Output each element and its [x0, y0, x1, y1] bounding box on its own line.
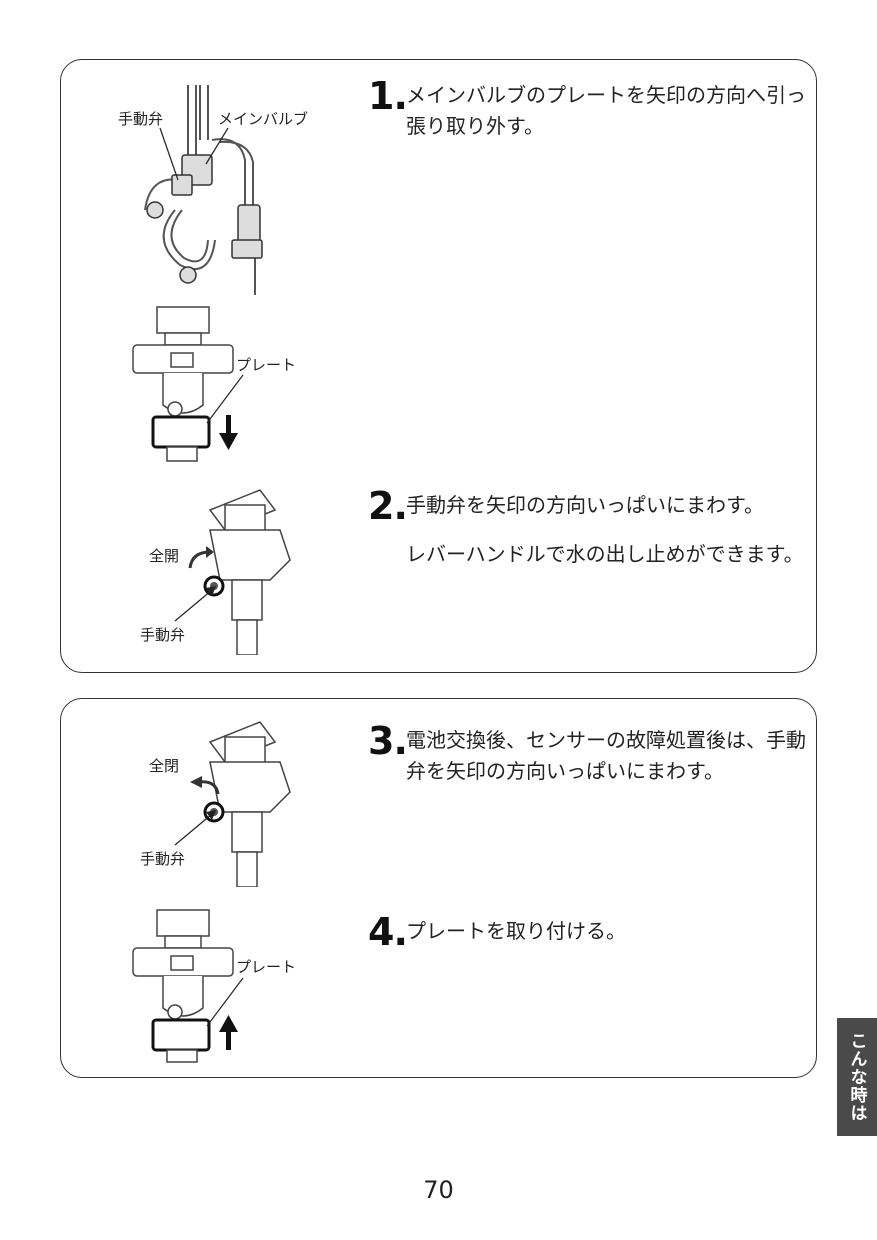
step-4-number: 4.: [368, 910, 408, 954]
step-1: 1. メインバルブのプレートを矢印の方向へ引っ張り取り外す。: [368, 74, 808, 142]
manual-valve-pointer: [174, 586, 216, 622]
step-3: 3. 電池交換後、センサーの故障処置後は、手動弁を矢印の方向いっぱいにまわす。: [368, 719, 808, 787]
piping-overview-figure: [120, 80, 340, 295]
manual-valve-pointer-2: [174, 810, 216, 846]
step-4-text: プレートを取り付ける。: [406, 919, 626, 943]
step-1-text: メインバルブのプレートを矢印の方向へ引っ張り取り外す。: [406, 83, 806, 138]
plate-label: プレート: [236, 356, 297, 374]
page-number: 70: [423, 1176, 454, 1204]
step-2: 2. 手動弁を矢印の方向いっぱいにまわす。 レバーハンドルで水の出し止めができま…: [368, 484, 808, 570]
valve-close-figure: [180, 712, 300, 887]
step-2-note: レバーハンドルで水の出し止めができます。: [406, 542, 804, 566]
manual-valve-label-2: 手動弁: [140, 626, 186, 644]
section-side-tab: こんな時は: [837, 1018, 877, 1136]
step-3-number: 3.: [368, 719, 408, 763]
full-open-label: 全開: [149, 547, 180, 565]
step-2-text: 手動弁を矢印の方向いっぱいにまわす。: [406, 493, 764, 517]
step-2-number: 2.: [368, 484, 408, 528]
valve-open-figure: [180, 480, 300, 655]
side-tab-label: こんな時は: [846, 1032, 867, 1122]
full-close-label: 全閉: [149, 757, 180, 775]
plate-label-2: プレート: [236, 958, 297, 976]
instruction-box-1: [60, 59, 817, 673]
plate-attach-figure: [125, 908, 255, 1068]
step-3-text: 電池交換後、センサーの故障処置後は、手動弁を矢印の方向いっぱいにまわす。: [406, 728, 806, 783]
manual-valve-label-3: 手動弁: [140, 850, 186, 868]
step-1-number: 1.: [368, 74, 408, 118]
plate-remove-figure: [125, 305, 255, 465]
instruction-box-2: [60, 698, 817, 1078]
step-4: 4. プレートを取り付ける。: [368, 910, 808, 954]
manual-valve-label: 手動弁: [118, 110, 164, 128]
main-valve-label: メインバルブ: [218, 110, 309, 128]
